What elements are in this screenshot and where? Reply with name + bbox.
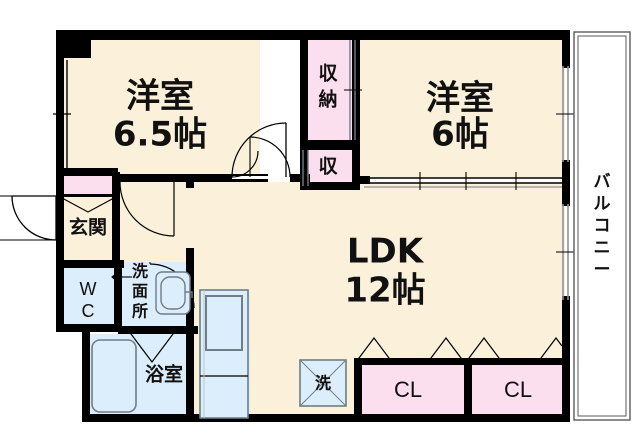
washroom-label-char1: 洗	[132, 262, 148, 281]
cl-closet-doors	[355, 337, 563, 363]
entrance-label: 玄関	[69, 216, 107, 239]
balcony-sliding-door-upper	[556, 66, 574, 162]
closet-fill-cl-right	[472, 364, 564, 422]
balcony-char-4: ニ	[594, 238, 611, 258]
room-fill-washitsu-65	[60, 38, 260, 178]
ldk-double-door	[231, 122, 291, 179]
toilet-label-w: W	[80, 279, 97, 299]
wall-bottom	[82, 414, 570, 422]
bedroom-window-left	[53, 60, 71, 168]
wall-left-genkan	[56, 168, 64, 268]
wall-wc-right	[114, 262, 122, 330]
wall-wc-bottom	[56, 324, 122, 332]
room-label-ldk-size: 12帖	[344, 271, 425, 311]
wall-closet-divider	[300, 140, 360, 150]
wall-bath-right	[186, 330, 194, 422]
wall-hall-right-bottom	[186, 248, 194, 268]
wall-bath-top	[118, 326, 198, 334]
wall-bath-left	[82, 330, 90, 422]
kitchen-counter	[199, 289, 249, 419]
wall-left-wc	[56, 260, 64, 330]
wall-hall-top	[112, 174, 232, 182]
front-door	[0, 195, 57, 241]
genkan-inner-door	[119, 181, 175, 237]
closet-fill-shunou	[306, 40, 354, 146]
partition-sliding-door	[364, 172, 562, 190]
wall-hall-right-top	[186, 178, 194, 188]
washroom-label-char3: 所	[132, 302, 148, 321]
washer-label: 洗	[315, 374, 331, 393]
room-label-washitsu-65-size: 6.5帖	[113, 115, 207, 155]
bathtub	[91, 339, 137, 413]
closet-label-cl-left: CL	[394, 377, 422, 402]
toilet-door	[111, 270, 132, 284]
wall-genkan-right	[112, 172, 120, 268]
bathroom-label: 浴室	[145, 363, 183, 386]
balcony-label-group: バ ル コ ニ ー	[594, 172, 611, 280]
wall-closet-left	[300, 34, 308, 190]
toilet-fill	[62, 268, 117, 328]
wall-genkan-bottom	[56, 260, 124, 268]
shoe-cabinet-divider	[62, 194, 114, 197]
room-fill-genkan	[62, 196, 120, 262]
genkan-step	[61, 197, 115, 213]
wall-top	[56, 30, 570, 40]
balcony-sliding-door-lower	[556, 204, 574, 300]
closet-label-shunou-char1: 収	[318, 63, 338, 85]
closet-shu-door	[302, 150, 309, 186]
balcony-char-1: バ	[594, 172, 611, 192]
wall-bed6-bottom-stub	[356, 176, 370, 184]
room-fill-hall	[118, 182, 193, 262]
toilet-label-c: C	[82, 301, 95, 321]
room-label-washitsu-65-name: 洋室	[126, 77, 194, 117]
vanity-sink	[155, 271, 193, 315]
room-label-washitsu-6-name: 洋室	[426, 79, 494, 119]
washer-space	[299, 359, 347, 407]
balcony-char-5: ー	[594, 260, 611, 280]
balcony-outline	[573, 31, 631, 421]
closet-shunou-door	[344, 40, 362, 140]
wall-cl-left	[354, 358, 362, 418]
wall-left-upper	[56, 30, 64, 175]
room-fill-washitsu-6	[360, 38, 565, 178]
wall-cl-mid	[464, 358, 472, 418]
closet-label-shu: 収	[318, 156, 338, 178]
closet-fill-cl-left	[360, 364, 465, 422]
wall-right-2	[562, 160, 570, 206]
room-label-ldk-name: LDK	[347, 232, 425, 272]
closet-label-cl-right: CL	[504, 377, 532, 402]
bathroom-door	[127, 329, 177, 363]
closet-label-shunou-char2: 納	[318, 88, 337, 111]
wall-genkan-top	[56, 168, 118, 176]
room-label-washitsu-6-size: 6帖	[431, 115, 489, 155]
balcony-char-2: ル	[594, 194, 611, 214]
wall-right-1	[562, 30, 570, 68]
wall-closet-right-lower	[352, 146, 360, 190]
balcony-char-3: コ	[594, 216, 611, 236]
wall-closet-bottom	[300, 182, 360, 190]
washroom-label-char2: 面	[132, 282, 148, 301]
